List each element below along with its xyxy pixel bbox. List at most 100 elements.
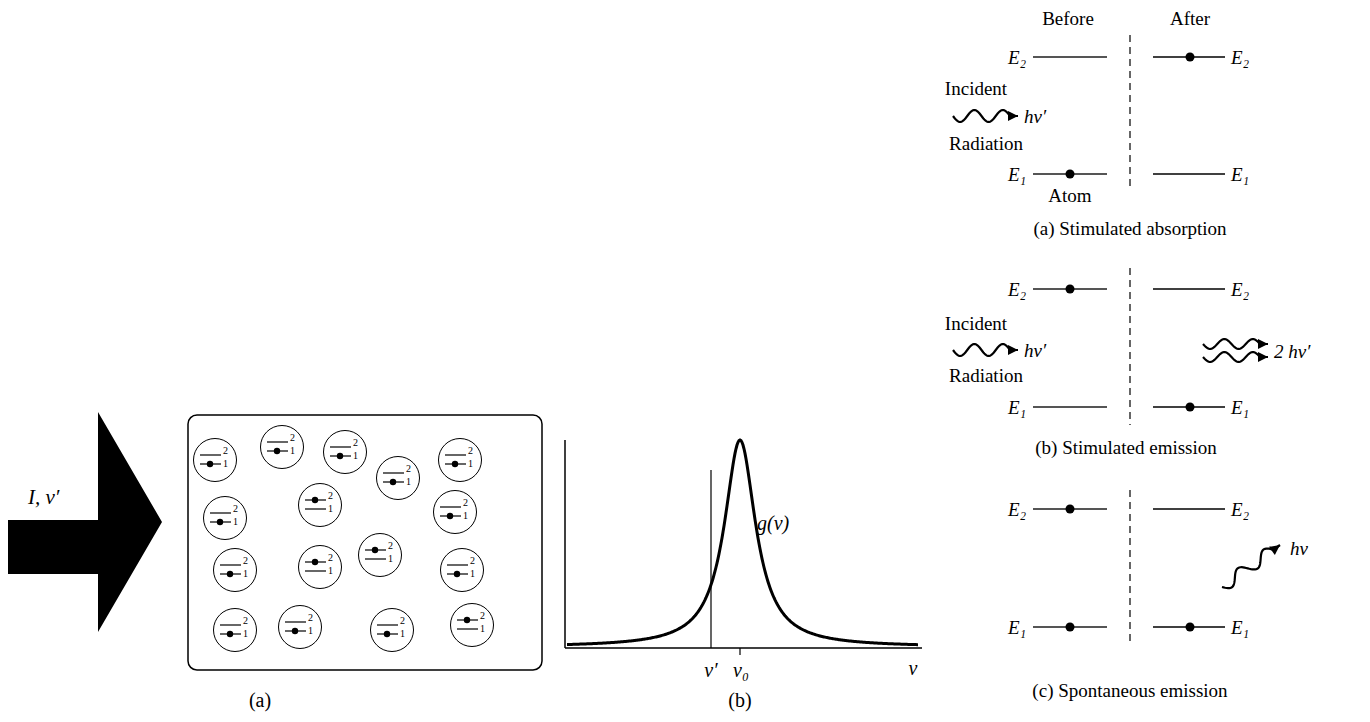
figure-label: E₂ <box>1008 280 1026 299</box>
electron-dot <box>312 497 318 503</box>
center-tick <box>739 648 740 655</box>
figure-label: E₂ <box>1008 48 1026 67</box>
energy-level <box>1153 173 1225 175</box>
upper-level <box>383 472 404 473</box>
level-number: 1 <box>328 504 333 514</box>
photon-wave <box>953 344 1018 356</box>
lower-level <box>365 558 386 559</box>
figure-label: (b) Stimulated emission <box>1035 438 1217 457</box>
figure-label: Atom <box>1048 186 1091 205</box>
atom-circle: 21 <box>323 430 367 474</box>
electron-dot <box>227 571 233 577</box>
level-number: 1 <box>480 624 485 634</box>
electron-dot <box>1066 505 1075 514</box>
energy-level <box>1033 56 1107 58</box>
electron-dot <box>1066 170 1075 179</box>
electron-dot <box>337 453 343 459</box>
atom-circle: 21 <box>298 545 342 589</box>
level-number: 2 <box>223 446 228 456</box>
figure-label: E₁ <box>1008 618 1026 637</box>
figure-label: hν′ <box>1024 341 1046 360</box>
figure-label: E₂ <box>1231 280 1249 299</box>
figure-label: (a) <box>249 690 271 710</box>
atom-circle: 21 <box>450 603 494 647</box>
divider <box>1129 35 1130 190</box>
atom-levels <box>204 497 245 538</box>
level-number: 2 <box>480 611 485 621</box>
electron-dot <box>1066 623 1075 632</box>
photon-wave <box>953 110 1018 122</box>
level-number: 1 <box>406 477 411 487</box>
upper-level <box>220 624 241 625</box>
atom-container <box>188 415 542 670</box>
level-number: 2 <box>243 556 248 566</box>
atom-levels <box>299 484 340 525</box>
atom-circle: 21 <box>298 483 342 527</box>
level-number: 2 <box>328 553 333 563</box>
frequency-marker <box>710 470 711 648</box>
level-number: 1 <box>243 629 248 639</box>
figure-label: Before <box>1042 9 1094 28</box>
level-number: 1 <box>470 569 475 579</box>
electron-dot <box>372 547 378 553</box>
upper-level <box>440 506 461 507</box>
electron-dot <box>312 559 318 565</box>
figure-label: Radiation <box>949 134 1023 153</box>
divider <box>1129 490 1130 645</box>
level-number: 2 <box>328 491 333 501</box>
level-number: 2 <box>468 446 473 456</box>
electron-dot <box>217 519 223 525</box>
figure-label: (b) <box>728 690 751 710</box>
figure-label: Incident <box>945 79 1007 98</box>
level-number: 2 <box>400 616 405 626</box>
atom-levels <box>359 534 400 575</box>
atom-levels <box>261 426 302 467</box>
figure-label: 2 hν′ <box>1274 342 1310 361</box>
divider <box>1129 268 1130 425</box>
electron-dot <box>227 631 233 637</box>
upper-level <box>377 624 398 625</box>
figure-label: E₁ <box>1008 165 1026 184</box>
figure-label: hν′ <box>1024 107 1046 126</box>
level-number: 1 <box>233 517 238 527</box>
photon-wave <box>1203 352 1268 362</box>
electron-dot <box>207 461 213 467</box>
electron-dot <box>464 617 470 623</box>
level-number: 1 <box>463 511 468 521</box>
upper-level <box>220 564 241 565</box>
atom-levels <box>214 609 255 650</box>
upper-level <box>447 564 468 565</box>
figure-label: ν <box>909 658 918 678</box>
photon-arrowhead <box>1258 339 1268 349</box>
upper-level <box>200 454 221 455</box>
atom-levels <box>324 431 365 472</box>
atom-circle: 21 <box>203 496 247 540</box>
photon-arrowhead <box>1008 111 1018 121</box>
upper-level <box>445 454 466 455</box>
figure-label: I, ν′ <box>28 487 59 508</box>
level-number: 1 <box>388 554 393 564</box>
electron-dot <box>292 628 298 634</box>
level-number: 2 <box>290 433 295 443</box>
level-number: 1 <box>468 459 473 469</box>
level-number: 2 <box>463 498 468 508</box>
x-axis <box>565 647 922 649</box>
electron-dot <box>274 448 280 454</box>
electron-dot <box>384 631 390 637</box>
level-number: 2 <box>470 556 475 566</box>
figure-label: Radiation <box>949 366 1023 385</box>
level-number: 1 <box>290 446 295 456</box>
atom-circle: 21 <box>358 533 402 577</box>
atom-levels <box>441 549 482 590</box>
atom-circle: 21 <box>370 608 414 652</box>
level-number: 1 <box>400 629 405 639</box>
atom-levels <box>434 491 475 532</box>
photon-wave <box>1222 545 1280 588</box>
atom-levels <box>299 546 340 587</box>
figure-label: Incident <box>945 314 1007 333</box>
level-number: 2 <box>233 504 238 514</box>
figure-label: ν₀ <box>733 660 749 680</box>
figure-label: (c) Spontaneous emission <box>1032 681 1227 700</box>
